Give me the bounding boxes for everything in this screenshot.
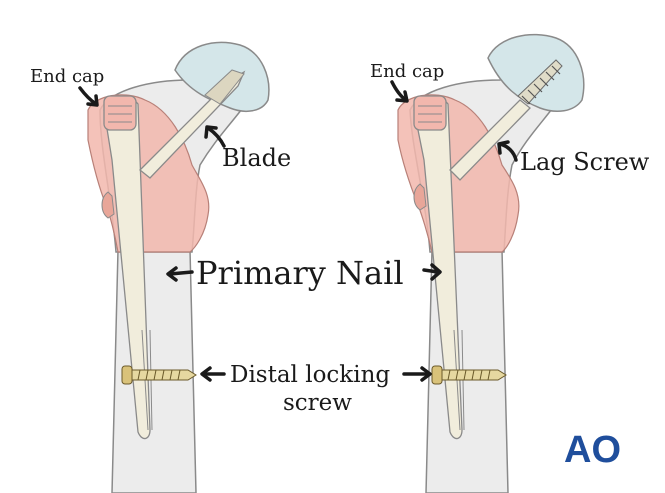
left-distal-screw — [121, 365, 197, 385]
label-distal-screw: screw — [283, 390, 352, 416]
label-distal-locking: Distal locking — [230, 362, 390, 388]
left-end-cap — [103, 95, 137, 131]
right-end-cap — [413, 95, 447, 131]
ao-logo: AO — [564, 429, 621, 471]
label-lag-screw: Lag Screw — [520, 148, 650, 176]
right-femur-illustration — [397, 33, 585, 493]
annotation-arrows — [78, 80, 518, 382]
arrow-end-cap-right — [390, 80, 408, 102]
arrow-blade — [206, 126, 226, 148]
right-lesser-trochanter — [413, 183, 427, 211]
right-distal-screw — [431, 365, 507, 385]
arrow-primary-nail-right — [422, 268, 440, 274]
arrow-primary-nail-left — [168, 270, 194, 276]
arrow-end-cap-left — [78, 86, 98, 106]
label-end-cap-left: End cap — [30, 66, 104, 87]
label-blade: Blade — [222, 144, 291, 172]
right-lag-screw — [449, 59, 563, 181]
left-lesser-trochanter — [101, 191, 115, 219]
left-femur-illustration — [87, 41, 270, 493]
label-primary-nail: Primary Nail — [196, 254, 404, 292]
label-end-cap-right: End cap — [370, 61, 444, 82]
